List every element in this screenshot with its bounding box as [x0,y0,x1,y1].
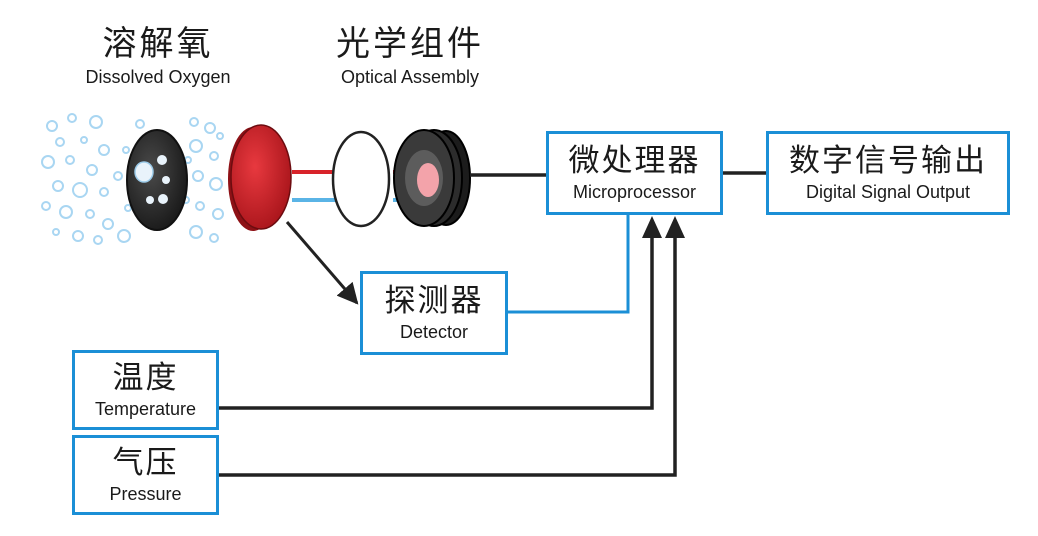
bubble [113,171,123,181]
bubble [209,177,223,191]
temperature-zh: 温度 [112,360,179,396]
bubble [93,235,103,245]
bubble [135,119,145,129]
digital-output-box: 数字信号输出 Digital Signal Output [766,131,1010,215]
digital-output-en: Digital Signal Output [805,182,971,202]
bubble [85,209,95,219]
optical-assembly-zh: 光学组件 [336,24,484,64]
sensing-membrane-disk [228,124,292,231]
temperature-box: 温度 Temperature [72,350,219,430]
bubble [52,228,60,236]
bubble [209,233,219,243]
bubble [102,218,114,230]
dissolved-oxygen-disk [126,129,188,231]
temperature-en: Temperature [94,399,197,419]
bubble [189,139,203,153]
detector-to-microprocessor-line [508,214,630,314]
bubble [41,201,51,211]
pressure-zh: 气压 [112,445,179,481]
microprocessor-box: 微处理器 Microprocessor [546,131,723,215]
bubble [65,155,75,165]
temperature-arrowhead [642,216,662,238]
detector-en: Detector [399,322,469,342]
bubble [99,187,109,197]
bubble [117,229,131,243]
bubble [124,204,132,212]
oxygen-bubbles [41,113,224,245]
bubble [80,136,88,144]
bubble [86,164,98,176]
bubble [98,144,110,156]
bubble [67,113,77,123]
bubble [209,151,219,161]
bubble [89,115,103,129]
bubble [216,132,224,140]
detector-box: 探测器 Detector [360,271,508,355]
pressure-box: 气压 Pressure [72,435,219,515]
dissolved-oxygen-en: Dissolved Oxygen [85,67,231,87]
dissolved-oxygen-label: 溶解氧 Dissolved Oxygen [58,24,258,88]
bubble [72,230,84,242]
bubble [46,120,58,132]
bubble [192,170,204,182]
pressure-arrowhead [665,216,685,238]
digital-output-zh: 数字信号输出 [789,143,987,179]
bubble [122,146,130,154]
lens-disk [331,130,391,228]
temperature-to-microprocessor-line [219,225,654,410]
dissolved-oxygen-zh: 溶解氧 [102,24,214,64]
optical-assembly-label: 光学组件 Optical Assembly [310,24,510,88]
bubble [189,117,199,127]
optical-assembly-en: Optical Assembly [340,67,480,87]
bubble [212,208,224,220]
bubble [55,137,65,147]
bubble [52,180,64,192]
bubble [59,205,73,219]
membrane-to-detector-arrow [285,221,359,305]
microprocessor-en: Microprocessor [572,182,697,202]
bubble [41,155,55,169]
bubble [195,201,205,211]
optical-housing [393,129,471,227]
microprocessor-zh: 微处理器 [568,143,701,179]
bubble [72,182,88,198]
bubble [189,225,203,239]
pressure-to-microprocessor-line [219,225,677,477]
detector-zh: 探测器 [384,283,484,319]
pressure-en: Pressure [109,484,182,504]
bubble [204,122,216,134]
